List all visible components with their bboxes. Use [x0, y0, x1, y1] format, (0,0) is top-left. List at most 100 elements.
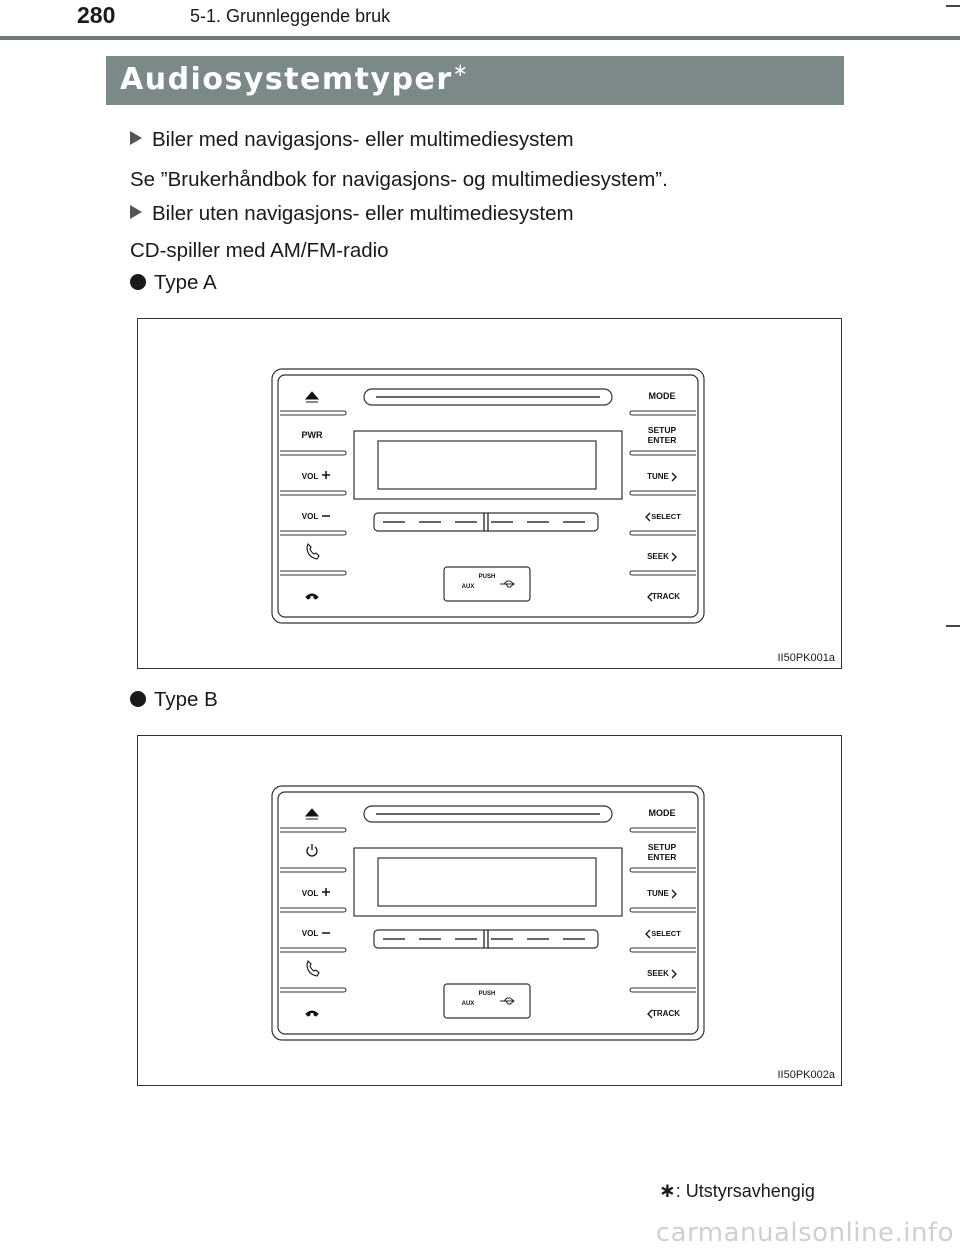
left-button-divider	[280, 530, 347, 536]
left-button-divider	[280, 827, 347, 833]
vol-up-label: VOL	[302, 472, 319, 481]
label-type-b: Type B	[130, 688, 218, 712]
section-title: 5-1. Grunnleggende bruk	[190, 6, 391, 26]
setup-button-label: SETUP	[648, 842, 677, 852]
enter-button-label: ENTER	[648, 435, 677, 445]
footnote-mark: ∗	[659, 1180, 676, 1202]
header-rule	[0, 36, 960, 40]
circle-bullet-icon	[130, 691, 146, 707]
right-button-divider	[629, 987, 696, 993]
right-button-divider	[629, 827, 696, 833]
paragraph-manual-reference: Se ”Brukerhåndbok for navigasjons- og mu…	[130, 168, 668, 191]
usb-icon	[500, 997, 515, 1005]
unit-outer-frame	[271, 368, 705, 624]
track-button-label: TRACK	[652, 592, 680, 601]
cd-slot	[363, 388, 613, 406]
page-header: 280 5-1. Grunnleggende bruk	[0, 0, 960, 40]
unit-inner-frame	[277, 791, 699, 1035]
page-title: Audiosystemtyper∗	[120, 60, 470, 97]
right-button-divider	[629, 490, 696, 496]
select-button-label: SELECT	[651, 512, 681, 521]
chevron-right-icon	[671, 889, 677, 899]
eject-icon	[304, 391, 320, 403]
tune-button-label: TUNE	[647, 472, 669, 481]
margin-tick	[946, 625, 960, 627]
setup-button-label: SETUP	[648, 425, 677, 435]
watermark: carmanualsonline.info	[655, 1218, 954, 1248]
right-button-divider	[629, 450, 696, 456]
right-button-divider	[629, 530, 696, 536]
cd-slot	[363, 805, 613, 823]
plus-icon	[322, 888, 330, 896]
seek-button-label: SEEK	[647, 969, 669, 978]
label-type-a: Type A	[130, 271, 217, 295]
usb-icon	[500, 580, 515, 588]
heading-no-navigation: Biler uten navigasjons- eller multimedie…	[130, 202, 574, 226]
left-button-divider	[280, 987, 347, 993]
push-label: PUSH	[479, 574, 496, 580]
chevron-right-icon	[671, 472, 677, 482]
left-button-divider	[280, 867, 347, 873]
phone-hangup-icon	[305, 593, 319, 600]
left-button-divider	[280, 570, 347, 576]
left-button-divider	[280, 490, 347, 496]
left-button-divider	[280, 410, 347, 416]
vol-down-label: VOL	[302, 512, 319, 521]
display-bezel	[353, 430, 623, 500]
phone-hangup-icon	[305, 1010, 319, 1017]
display-screen	[377, 857, 597, 907]
footnote-text: : Utstyrsavhengig	[675, 1181, 815, 1201]
chevron-right-icon	[671, 552, 677, 562]
audio-unit-type-b: PUSHAUXVOLVOLMODESETUPENTERTUNESELECTSEE…	[271, 785, 705, 1041]
mode-button-label: MODE	[649, 391, 676, 401]
display-screen	[377, 440, 597, 490]
circle-bullet-icon	[130, 274, 146, 290]
right-button-divider	[629, 570, 696, 576]
title-bar: Audiosystemtyper∗	[106, 56, 844, 105]
enter-button-label: ENTER	[648, 852, 677, 862]
margin-tick	[946, 5, 960, 7]
right-button-divider	[629, 410, 696, 416]
right-button-divider	[629, 947, 696, 953]
preset-bar	[373, 512, 599, 532]
chevron-left-icon	[645, 929, 651, 939]
figure-code: II50PK002a	[777, 1069, 836, 1081]
display-bezel	[353, 847, 623, 917]
chevron-left-icon	[647, 1009, 653, 1019]
left-button-divider	[280, 450, 347, 456]
left-button-divider	[280, 947, 347, 953]
chevron-right-icon	[671, 969, 677, 979]
chevron-left-icon	[647, 592, 653, 602]
unit-outer-frame	[271, 785, 705, 1041]
plus-icon	[322, 471, 330, 479]
vol-up-label: VOL	[302, 889, 319, 898]
triangle-bullet-icon	[130, 131, 142, 145]
seek-button-label: SEEK	[647, 552, 669, 561]
vol-down-label: VOL	[302, 929, 319, 938]
aux-label: AUX	[462, 584, 475, 590]
chevron-left-icon	[645, 512, 651, 522]
right-button-divider	[629, 867, 696, 873]
triangle-bullet-icon	[130, 205, 142, 219]
aux-label: AUX	[462, 1001, 475, 1007]
left-button-divider	[280, 907, 347, 913]
right-button-divider	[629, 907, 696, 913]
tune-button-label: TUNE	[647, 889, 669, 898]
page-number: 280	[77, 2, 116, 28]
track-button-label: TRACK	[652, 1009, 680, 1018]
paragraph-cd-player: CD-spiller med AM/FM-radio	[130, 239, 389, 262]
phone-pickup-icon	[306, 959, 320, 977]
head-unit: PUSHAUXVOLVOLMODESETUPENTERTUNESELECTSEE…	[271, 785, 705, 1041]
phone-pickup-icon	[306, 542, 320, 560]
eject-icon	[304, 808, 320, 820]
select-button-label: SELECT	[651, 929, 681, 938]
aux-usb-port	[443, 566, 531, 602]
figure-code: II50PK001a	[777, 652, 836, 664]
power-button-label: PWR	[302, 430, 323, 440]
aux-usb-port	[443, 983, 531, 1019]
heading-navigation: Biler med navigasjons- eller multimedies…	[130, 128, 574, 152]
